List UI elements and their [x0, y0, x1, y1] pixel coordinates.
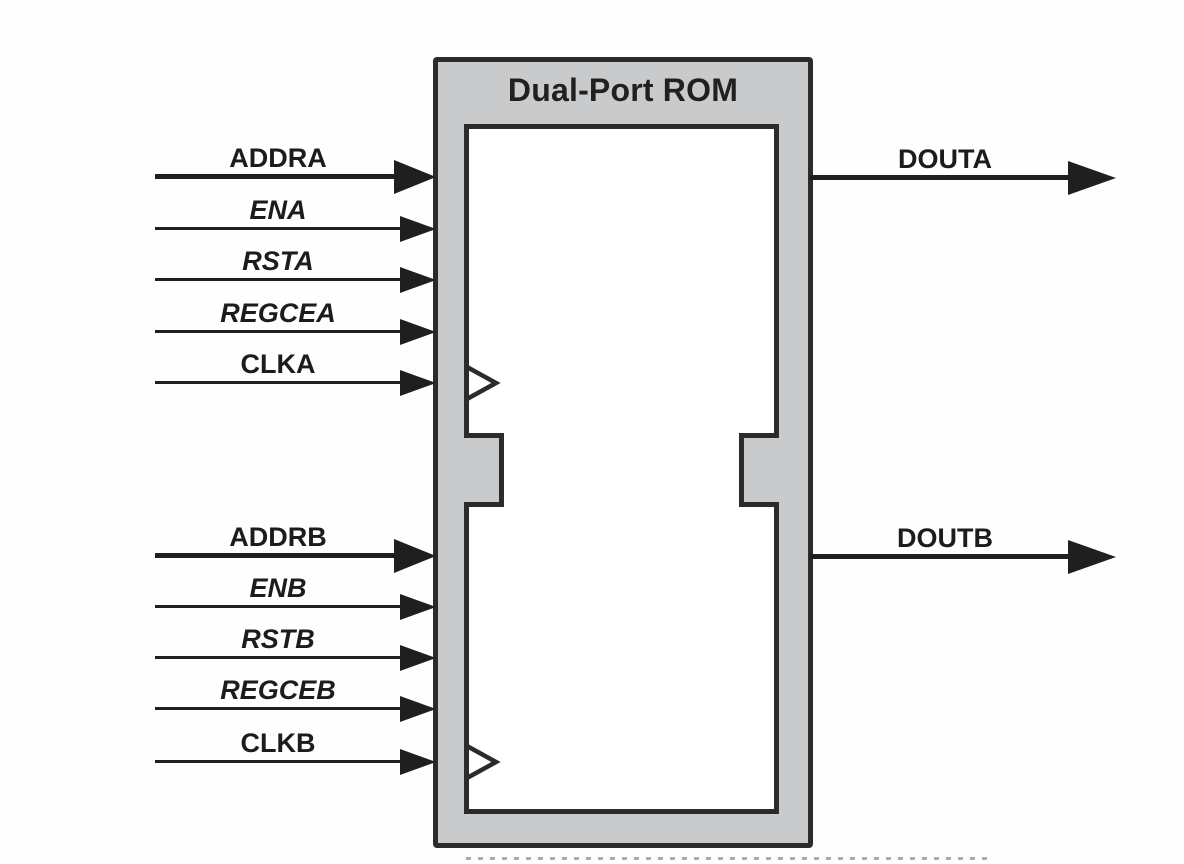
cutoff-caption-dashes	[466, 857, 992, 860]
signal-label: ADDRA	[229, 143, 327, 173]
signal-line	[155, 278, 402, 281]
signal-line	[155, 760, 402, 763]
arrowhead-icon	[1068, 540, 1116, 574]
signal-line	[810, 554, 1070, 559]
arrowhead-icon	[400, 749, 436, 775]
signal-label: ENA	[249, 195, 307, 225]
arrowhead-icon	[394, 539, 436, 573]
signal-label: ADDRB	[229, 522, 327, 552]
arrowhead-icon	[394, 160, 436, 194]
signal-line	[155, 381, 402, 384]
port-divider-notch-left	[464, 433, 504, 507]
arrowhead-icon	[400, 267, 436, 293]
arrowhead-icon	[400, 594, 436, 620]
signal-label: CLKB	[240, 728, 316, 758]
arrowhead-icon	[400, 645, 436, 671]
signal-label: CLKA	[240, 349, 316, 379]
signal-line	[155, 707, 402, 710]
arrowhead-icon	[1068, 161, 1116, 195]
signal-label: REGCEA	[220, 298, 336, 328]
port-divider-notch-right	[739, 433, 779, 507]
signal-label: REGCEB	[220, 675, 336, 705]
signal-line	[155, 174, 396, 179]
signal-label: ENB	[249, 573, 307, 603]
signal-label: DOUTB	[897, 523, 993, 553]
arrowhead-icon	[400, 370, 436, 396]
signal-line	[155, 330, 402, 333]
signal-line	[810, 175, 1070, 180]
rom-block-title: Dual-Port ROM	[507, 72, 739, 108]
signal-line	[155, 656, 402, 659]
signal-line	[155, 605, 402, 608]
signal-label: RSTA	[242, 246, 314, 276]
arrowhead-icon	[400, 216, 436, 242]
arrowhead-icon	[400, 696, 436, 722]
signal-label: RSTB	[241, 624, 315, 654]
signal-line	[155, 553, 396, 558]
arrowhead-icon	[400, 319, 436, 345]
rom-block-core	[464, 124, 779, 814]
signal-label: DOUTA	[898, 144, 992, 174]
signal-line	[155, 227, 402, 230]
